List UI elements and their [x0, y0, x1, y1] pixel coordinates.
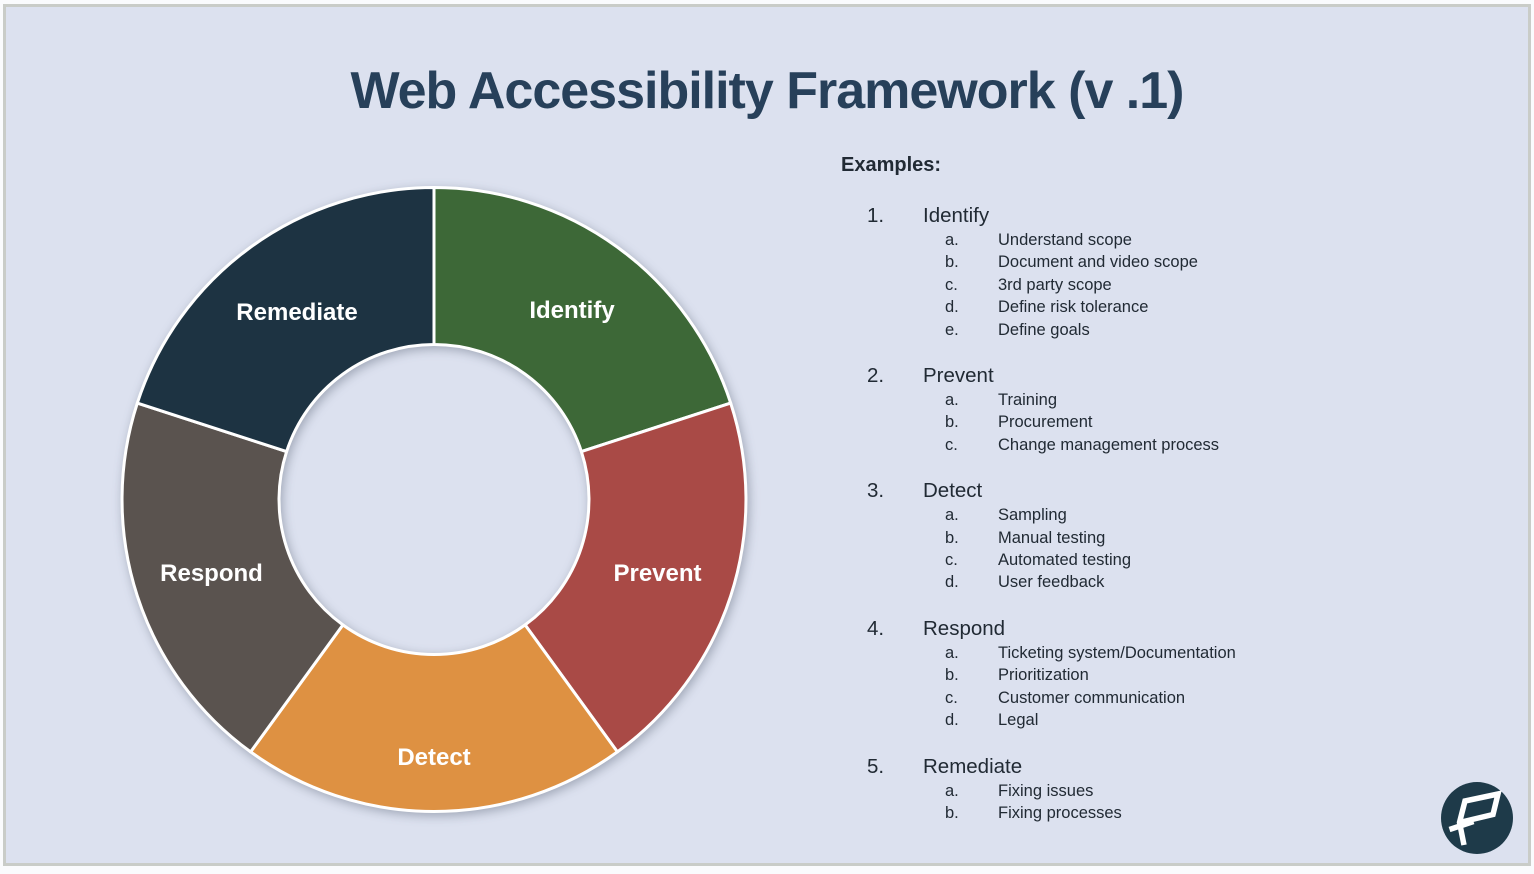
example-sub-item: b. Manual testing: [841, 527, 1341, 549]
item-letter: c.: [945, 551, 958, 570]
segment-respond: [120, 401, 345, 754]
item-text: Prioritization: [998, 666, 1089, 685]
example-sub-item: a. Fixing issues: [841, 780, 1341, 802]
example-sub-item: c. Automated testing: [841, 549, 1341, 571]
item-text: Customer communication: [998, 688, 1186, 707]
item-letter: b.: [945, 803, 959, 822]
item-letter: c.: [945, 275, 958, 294]
segment-label-detect: Detect: [397, 744, 470, 771]
item-text: Sampling: [998, 506, 1067, 525]
item-text: Ticketing system/Documentation: [998, 643, 1236, 662]
item-text: Fixing issues: [998, 781, 1094, 800]
item-letter: d.: [945, 298, 959, 317]
item-letter: c.: [945, 688, 958, 707]
example-group-header: 4. Respond: [841, 615, 1341, 642]
example-group-detect: 3. Detect a. Sampling b. Manual testing …: [841, 477, 1341, 594]
example-sub-item: d. User feedback: [841, 571, 1341, 593]
item-letter: a.: [945, 781, 959, 800]
item-text: Define risk tolerance: [998, 298, 1149, 317]
item-text: Manual testing: [998, 528, 1106, 547]
item-letter: b.: [945, 666, 959, 685]
example-group-header: 3. Detect: [841, 477, 1341, 504]
item-text: Document and video scope: [998, 253, 1198, 272]
example-group-respond: 4. Respond a. Ticketing system/Documenta…: [841, 615, 1341, 732]
item-letter: d.: [945, 573, 959, 592]
group-label: Prevent: [923, 364, 994, 388]
slide-canvas: Web Accessibility Framework (v .1) Ident…: [3, 4, 1531, 866]
item-text: Define goals: [998, 320, 1090, 339]
group-number: 2.: [867, 364, 885, 388]
example-group-header: 5. Remediate: [841, 753, 1341, 780]
group-number: 5.: [867, 754, 885, 778]
group-number: 3.: [867, 479, 885, 503]
group-label: Remediate: [923, 754, 1023, 778]
item-text: Legal: [998, 711, 1039, 730]
segment-prevent: [523, 401, 748, 754]
segment-label-identify: Identify: [529, 297, 615, 324]
example-group-prevent: 2. Prevent a. Training b. Procurement c.…: [841, 362, 1341, 456]
logo-badge: [1441, 782, 1513, 854]
group-label: Respond: [923, 616, 1006, 640]
donut-chart-svg: Identify Prevent Detect Respond Remediat…: [120, 186, 748, 813]
item-text: 3rd party scope: [998, 275, 1112, 294]
example-sub-item: b. Fixing processes: [841, 802, 1341, 824]
segment-label-prevent: Prevent: [613, 560, 701, 587]
donut-chart: Identify Prevent Detect Respond Remediat…: [113, 178, 763, 828]
page-title: Web Accessibility Framework (v .1): [350, 62, 1185, 120]
item-text: Automated testing: [998, 551, 1131, 570]
segment-detect: [249, 623, 619, 813]
segment-remediate: [135, 186, 436, 454]
item-text: User feedback: [998, 573, 1105, 592]
item-letter: b.: [945, 413, 959, 432]
group-label: Identify: [923, 204, 990, 227]
item-letter: a.: [945, 506, 959, 525]
example-sub-item: b. Procurement: [841, 411, 1341, 433]
segment-label-respond: Respond: [160, 560, 263, 587]
example-sub-item: e. Define goals: [841, 319, 1341, 341]
item-letter: d.: [945, 711, 959, 730]
segment-identify: [432, 186, 733, 454]
examples-panel: Examples: 1. Identify a. Understand scop…: [841, 153, 1341, 824]
example-group-header: 2. Prevent: [841, 362, 1341, 389]
example-sub-item: c. Change management process: [841, 434, 1341, 456]
example-sub-item: d. Legal: [841, 709, 1341, 731]
item-letter: b.: [945, 253, 959, 272]
example-sub-item: a. Training: [841, 389, 1341, 411]
segment-label-remediate: Remediate: [236, 299, 357, 326]
group-number: 1.: [867, 204, 885, 227]
example-sub-item: a. Sampling: [841, 504, 1341, 526]
example-group-identify: 1. Identify a. Understand scope b. Docum…: [841, 202, 1341, 341]
item-letter: a.: [945, 643, 959, 662]
example-sub-item: a. Understand scope: [841, 229, 1341, 251]
example-sub-item: d. Define risk tolerance: [841, 296, 1341, 318]
example-sub-item: b. Prioritization: [841, 664, 1341, 686]
example-sub-item: c. 3rd party scope: [841, 274, 1341, 296]
item-letter: c.: [945, 435, 958, 454]
example-group-header: 1. Identify: [841, 202, 1341, 229]
item-letter: e.: [945, 320, 959, 339]
item-letter: a.: [945, 391, 959, 410]
group-number: 4.: [867, 616, 885, 640]
item-text: Change management process: [998, 435, 1220, 454]
stylized-p-logo-icon: [1441, 782, 1513, 854]
example-group-remediate: 5. Remediate a. Fixing issues b. Fixing …: [841, 753, 1341, 825]
example-sub-item: c. Customer communication: [841, 687, 1341, 709]
item-letter: a.: [945, 231, 959, 249]
item-letter: b.: [945, 528, 959, 547]
item-text: Procurement: [998, 413, 1093, 432]
item-text: Fixing processes: [998, 803, 1122, 822]
example-sub-item: a. Ticketing system/Documentation: [841, 642, 1341, 664]
examples-heading: Examples:: [841, 154, 942, 176]
group-label: Detect: [923, 479, 983, 503]
item-text: Understand scope: [998, 231, 1132, 249]
item-text: Training: [998, 391, 1057, 410]
example-sub-item: b. Document and video scope: [841, 251, 1341, 273]
